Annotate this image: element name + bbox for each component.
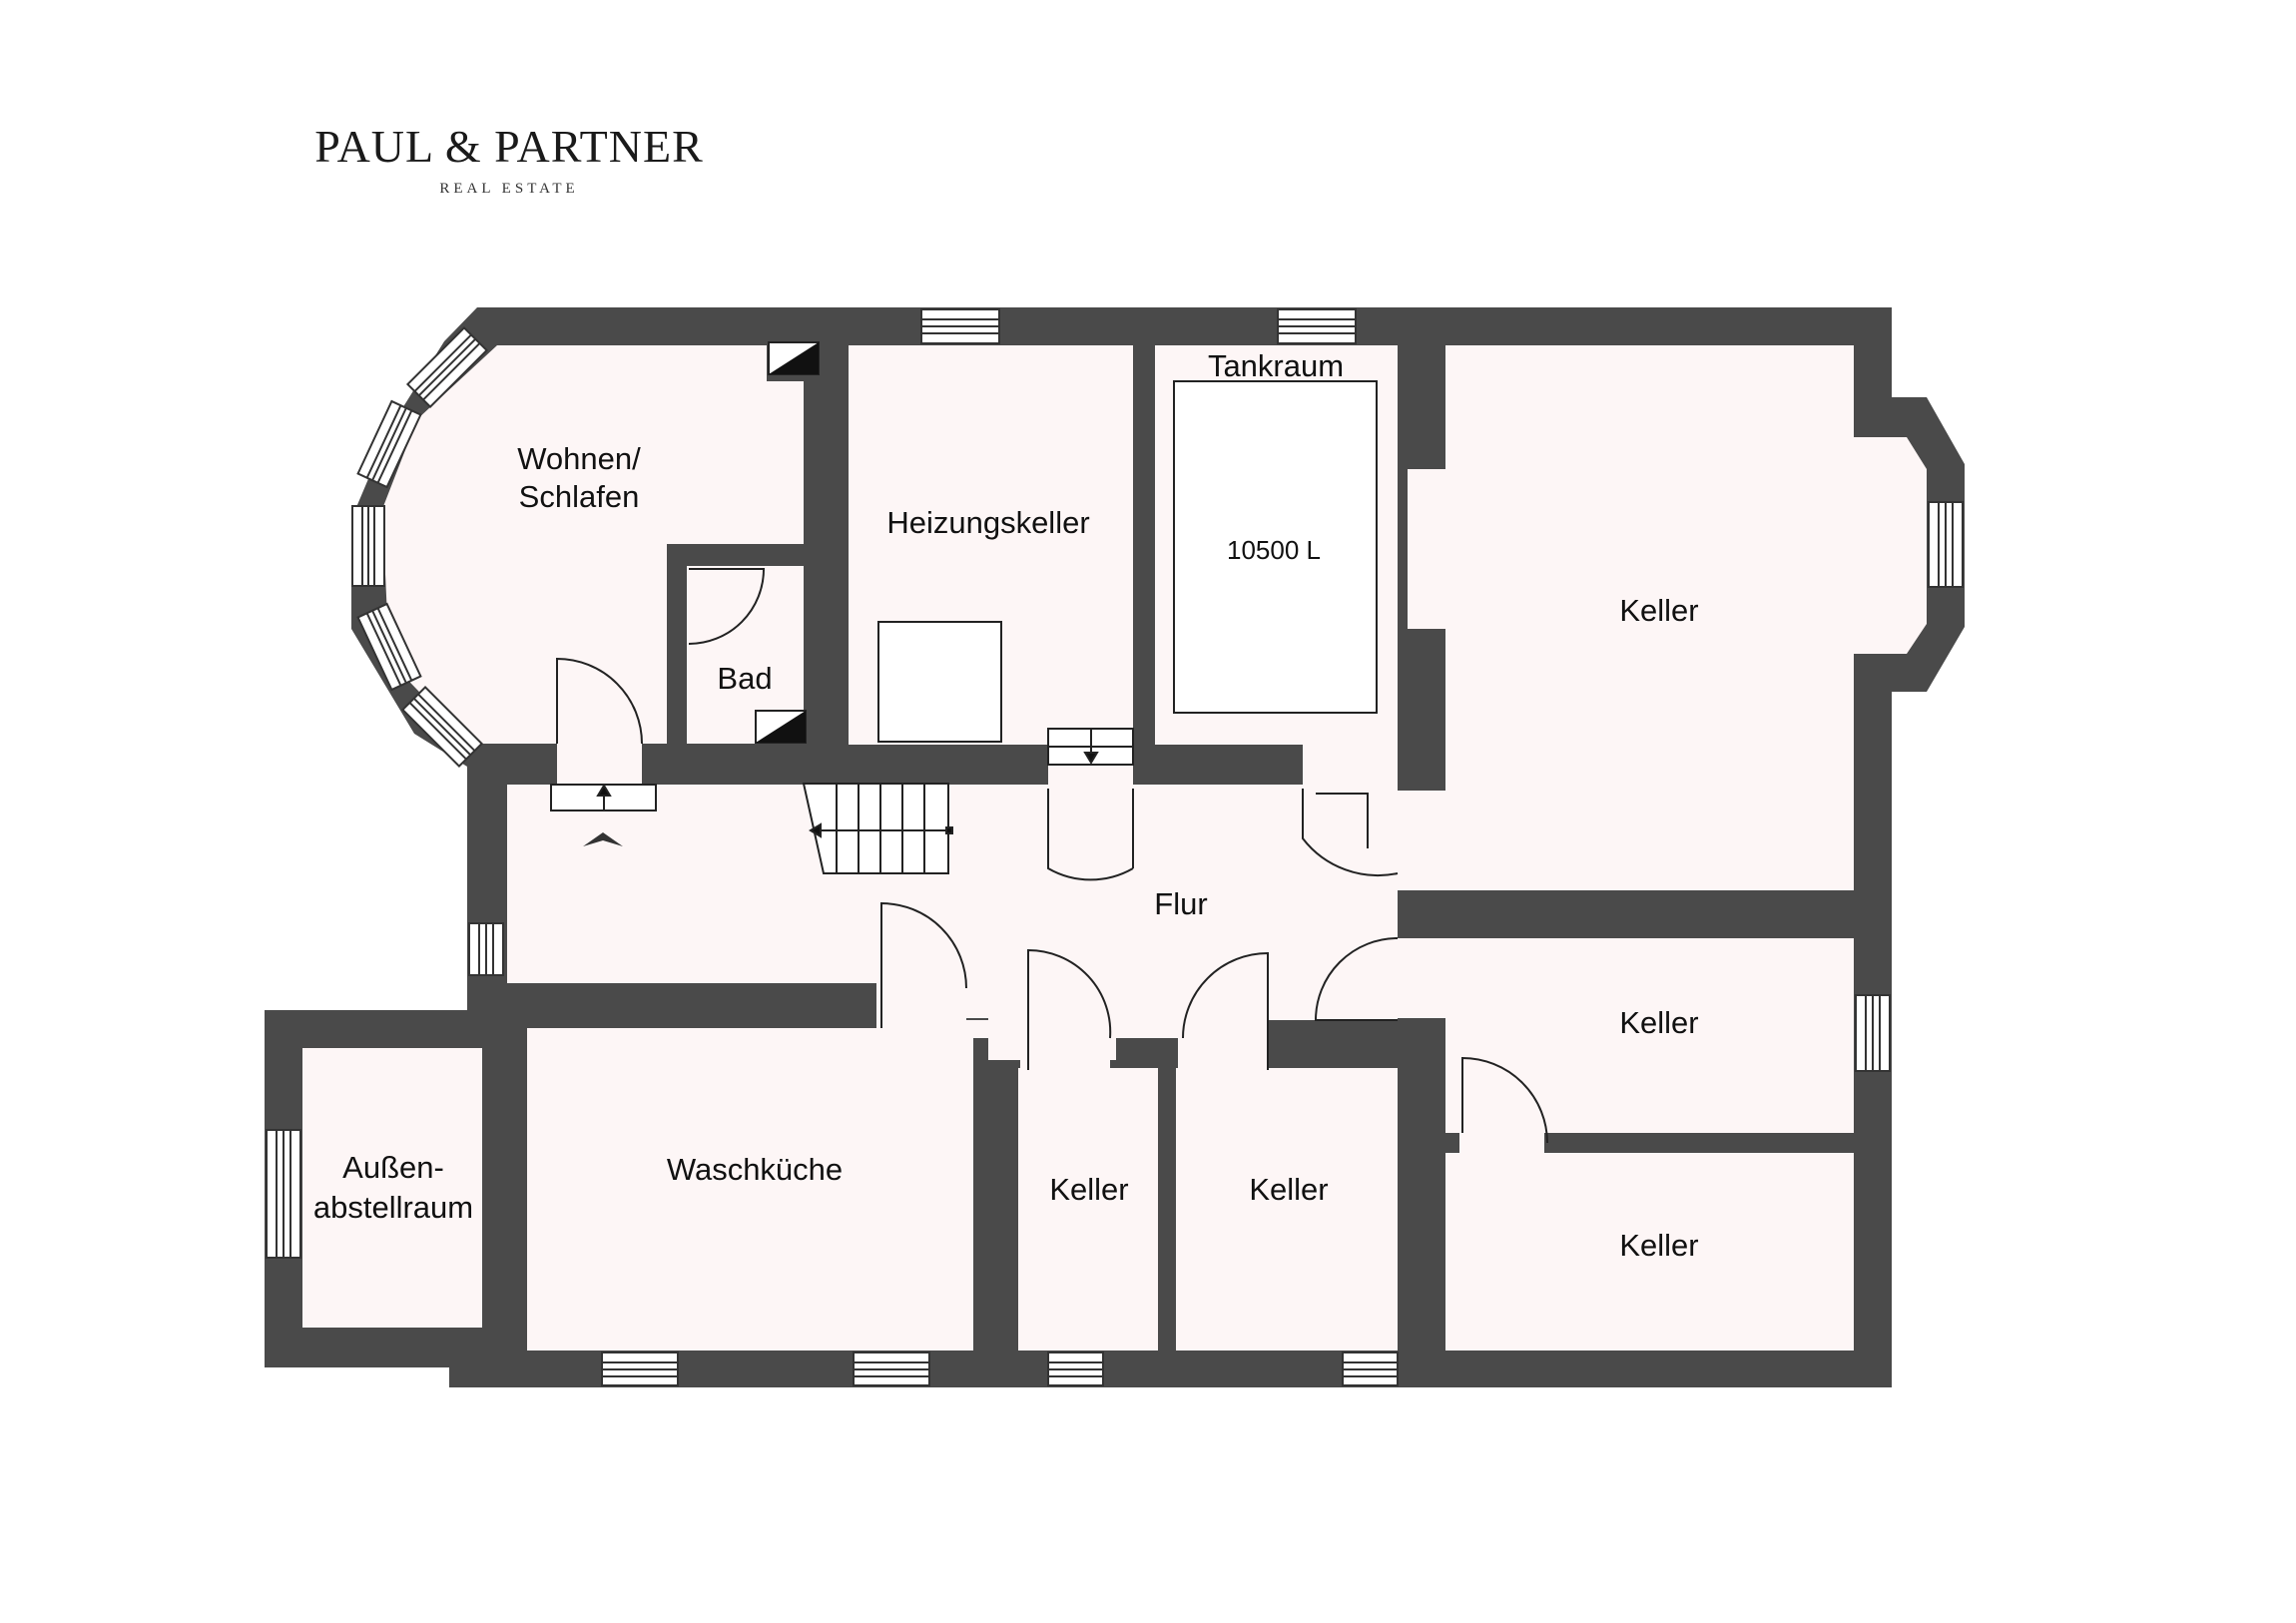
window-north-2 <box>1277 308 1357 344</box>
window-bay-4 <box>356 602 422 692</box>
label-tankraum: Tankraum <box>1208 348 1344 383</box>
label-keller-small-2: Keller <box>1249 1172 1328 1207</box>
label-tank-volume: 10500 L <box>1227 535 1321 565</box>
window-east-bay <box>1928 501 1964 588</box>
window-south-3 <box>1047 1352 1104 1386</box>
room-keller-bottom-right-floor <box>1445 1153 1854 1351</box>
window-north-1 <box>920 308 1000 344</box>
logo-subtitle: REAL ESTATE <box>439 181 579 197</box>
staircase <box>802 783 953 874</box>
entrance-step <box>550 728 1134 812</box>
label-wohnen-2: Schlafen <box>519 479 640 514</box>
label-waschkueche: Waschküche <box>667 1152 843 1187</box>
room-keller-east-floor <box>1398 345 1927 890</box>
label-keller-small-1: Keller <box>1049 1172 1128 1207</box>
window-bay-2 <box>356 399 422 489</box>
chimney-icons <box>755 341 820 744</box>
room-keller-small2-floor <box>1176 1068 1398 1351</box>
window-bay-5 <box>400 685 484 769</box>
label-heizungskeller: Heizungskeller <box>886 505 1089 540</box>
window-west-aussen <box>266 1129 301 1259</box>
room-labels: Wohnen/ Schlafen Bad Heizungskeller Tank… <box>313 348 1699 1263</box>
window-bay-3 <box>351 505 385 587</box>
equipment <box>877 380 1378 743</box>
windows <box>266 308 1964 1386</box>
room-aussen-floor <box>302 1048 482 1328</box>
label-flur: Flur <box>1154 886 1207 921</box>
doors <box>556 568 1548 1144</box>
room-flur-floor <box>507 785 1398 1060</box>
label-keller-bottom-right: Keller <box>1619 1228 1698 1263</box>
label-wohnen-1: Wohnen/ <box>517 441 641 476</box>
label-bad: Bad <box>717 661 772 696</box>
logo-wordmark: PAUL & PARTNER <box>314 121 704 172</box>
label-aussen-1: Außen- <box>342 1150 444 1185</box>
window-west-flur <box>468 922 504 976</box>
window-south-2 <box>853 1352 930 1386</box>
window-east-mid <box>1855 994 1891 1072</box>
entrance-arrow <box>583 832 623 846</box>
boiler-box <box>877 621 1002 743</box>
room-keller-mid-right-floor <box>1445 938 1854 1133</box>
label-keller-east: Keller <box>1619 593 1698 628</box>
window-south-1 <box>601 1352 679 1386</box>
room-keller-small1-floor <box>1018 1068 1158 1351</box>
tank-outline <box>1173 380 1378 714</box>
company-logo: PAUL & PARTNER REAL ESTATE <box>299 120 719 198</box>
window-south-4 <box>1342 1352 1399 1386</box>
bath-partition <box>667 544 807 744</box>
label-keller-mid-right: Keller <box>1619 1005 1698 1040</box>
window-bay-1 <box>405 325 489 409</box>
room-waschkueche-floor <box>527 1028 973 1351</box>
label-aussen-2: abstellraum <box>313 1190 473 1225</box>
